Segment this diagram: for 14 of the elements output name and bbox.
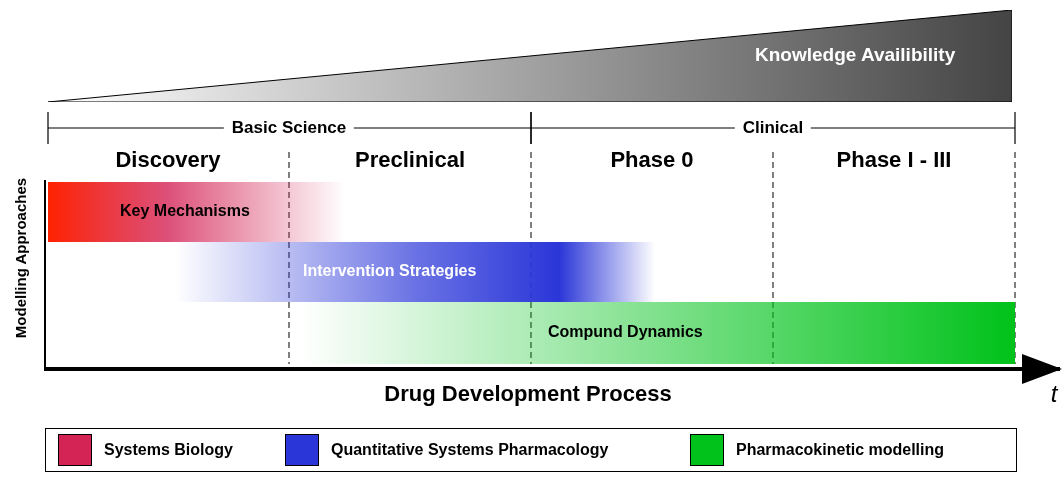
phase-label: Preclinical [354, 147, 466, 173]
axis-label: Modelling Approaches [11, 177, 29, 339]
bar-label: Intervention Strategies [303, 262, 477, 281]
phase-label: Phase 0 [610, 147, 694, 173]
wedge-label: Knowledge Availibility [755, 43, 956, 66]
bar-label: Key Mechanisms [120, 202, 250, 221]
legend-label: Systems Biology [104, 441, 233, 459]
axis-label: t [1050, 380, 1058, 408]
bar-label: Compund Dynamics [548, 323, 703, 342]
legend-label: Quantitative Systems Pharmacology [331, 441, 609, 459]
phase-label: Phase I - III [836, 147, 952, 173]
phase-label: Discovery [115, 147, 221, 173]
axis-label: Drug Development Process [384, 381, 672, 407]
legend-label: Pharmacokinetic modelling [736, 441, 945, 459]
